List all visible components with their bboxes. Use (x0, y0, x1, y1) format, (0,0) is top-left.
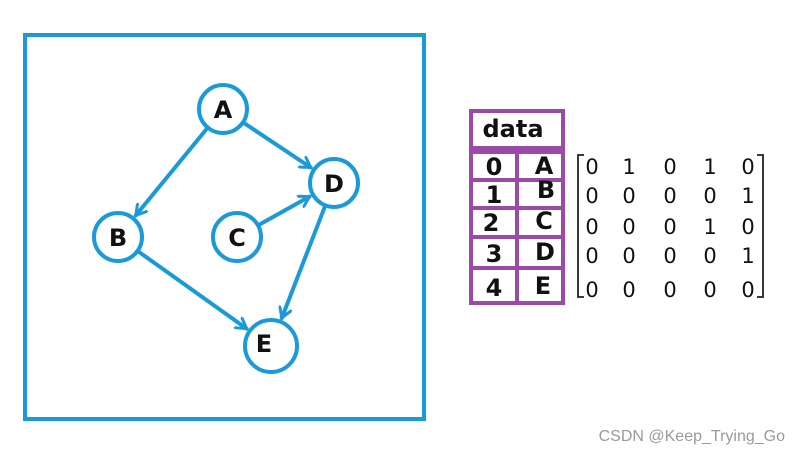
node-b: B (92, 211, 144, 263)
table-row-0-index: 0 (486, 153, 503, 181)
matrix-cell-1-3: 0 (703, 184, 716, 208)
graph-frame (23, 33, 426, 421)
edge-c-d (257, 194, 312, 227)
edge-d-e (282, 205, 327, 320)
table-row-0-vertex: A (535, 152, 554, 180)
matrix-cell-4-0: 0 (585, 278, 598, 302)
matrix-cell-0-0: 0 (585, 155, 598, 179)
matrix-cell-2-0: 0 (585, 215, 598, 239)
node-d-label: D (324, 170, 344, 198)
matrix-cell-3-1: 0 (622, 244, 635, 268)
matrix-cell-0-4: 0 (741, 155, 754, 179)
matrix-cell-1-4: 1 (741, 184, 754, 208)
edge-a-b (133, 127, 209, 218)
node-a-label: A (214, 96, 233, 124)
matrix-cell-2-3: 1 (703, 215, 716, 239)
matrix-cell-3-4: 1 (741, 244, 754, 268)
matrix-cell-3-2: 0 (663, 244, 676, 268)
matrix-left-bracket (577, 154, 584, 298)
node-a: A (197, 83, 249, 135)
table-row-2-index: 2 (483, 209, 500, 237)
matrix-cell-4-2: 0 (663, 278, 676, 302)
table-row-2-vertex: C (535, 207, 553, 235)
node-e-label: E (256, 330, 272, 358)
matrix-cell-1-0: 0 (585, 184, 598, 208)
table-row-4-vertex: E (535, 272, 551, 300)
watermark: CSDN @Keep_Trying_Go (598, 428, 785, 445)
node-c: C (211, 211, 263, 263)
node-e: E (243, 318, 299, 374)
node-b-label: B (109, 224, 127, 252)
matrix-cell-2-4: 0 (741, 215, 754, 239)
matrix-cell-0-3: 1 (703, 155, 716, 179)
edge-a-d (242, 121, 313, 170)
matrix-right-bracket (757, 154, 764, 298)
matrix-cell-4-4: 0 (741, 278, 754, 302)
node-c-label: C (228, 224, 246, 252)
matrix-cell-4-1: 0 (622, 278, 635, 302)
table-header: data (482, 115, 543, 143)
table-row-3-vertex: D (535, 238, 555, 266)
matrix-cell-0-1: 1 (622, 155, 635, 179)
edges-group (133, 121, 327, 331)
matrix-cell-3-3: 0 (703, 244, 716, 268)
matrix-cell-1-2: 0 (663, 184, 676, 208)
table-row-4-index: 4 (486, 274, 503, 302)
matrix-cell-2-2: 0 (663, 215, 676, 239)
matrix-cell-4-3: 0 (703, 278, 716, 302)
matrix-cell-2-1: 0 (622, 215, 635, 239)
node-d: D (308, 157, 360, 209)
table-row-1-vertex: B (537, 176, 555, 204)
matrix-cell-3-0: 0 (585, 244, 598, 268)
table-row-1-index: 1 (486, 181, 503, 209)
edge-b-e (137, 250, 249, 331)
matrix-cell-1-1: 0 (622, 184, 635, 208)
table-row-3-index: 3 (486, 240, 503, 268)
matrix-cell-0-2: 0 (663, 155, 676, 179)
vertex-table: data 0 A 1 B 2 C 3 D 4 E (469, 109, 565, 305)
